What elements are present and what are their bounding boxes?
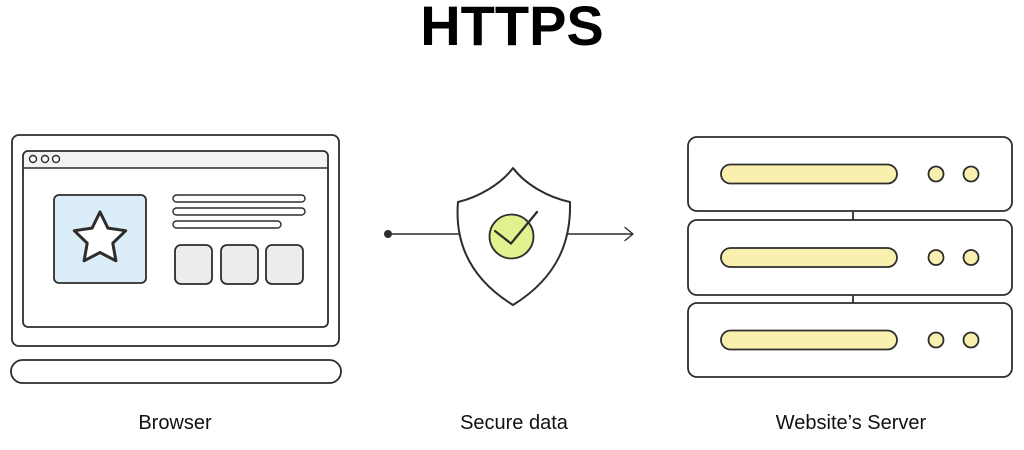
page-title: HTTPS	[420, 0, 604, 57]
browser-titlebar	[23, 151, 328, 168]
laptop-base	[10, 359, 342, 384]
browser-window-border	[22, 150, 329, 328]
secure-data-label: Secure data	[460, 412, 568, 434]
server-led	[927, 249, 945, 266]
shield-svg	[384, 167, 634, 306]
window-dot-icon	[51, 154, 61, 164]
server-led	[962, 331, 980, 349]
laptop-browser-illustration	[5, 130, 349, 386]
browser-label: Browser	[138, 412, 212, 434]
thumbnail-square	[174, 244, 213, 285]
server-stack-illustration	[685, 133, 1015, 381]
arrow-start-dot	[384, 230, 392, 238]
window-dot-icon	[28, 154, 38, 164]
server-led	[962, 249, 980, 266]
thumbnail-square	[265, 244, 304, 285]
server-drive-bar	[720, 163, 898, 185]
server-drive-bar	[720, 247, 898, 268]
server-led	[962, 165, 980, 183]
text-line	[172, 220, 282, 229]
thumbnail-square	[220, 244, 259, 285]
server-led	[927, 165, 945, 183]
server-svg	[687, 136, 1013, 378]
server-drive-bar	[720, 329, 898, 351]
arrow-head-icon	[624, 226, 634, 242]
browser-svg	[10, 134, 342, 384]
check-circle	[488, 213, 535, 260]
window-dot-icon	[40, 154, 50, 164]
check-icon	[493, 210, 539, 245]
server-label: Website’s Server	[775, 412, 927, 434]
server-led	[927, 331, 945, 349]
shield-check-illustration	[378, 160, 642, 312]
text-line	[172, 194, 306, 203]
text-line	[172, 207, 306, 216]
star-icon	[72, 210, 128, 263]
